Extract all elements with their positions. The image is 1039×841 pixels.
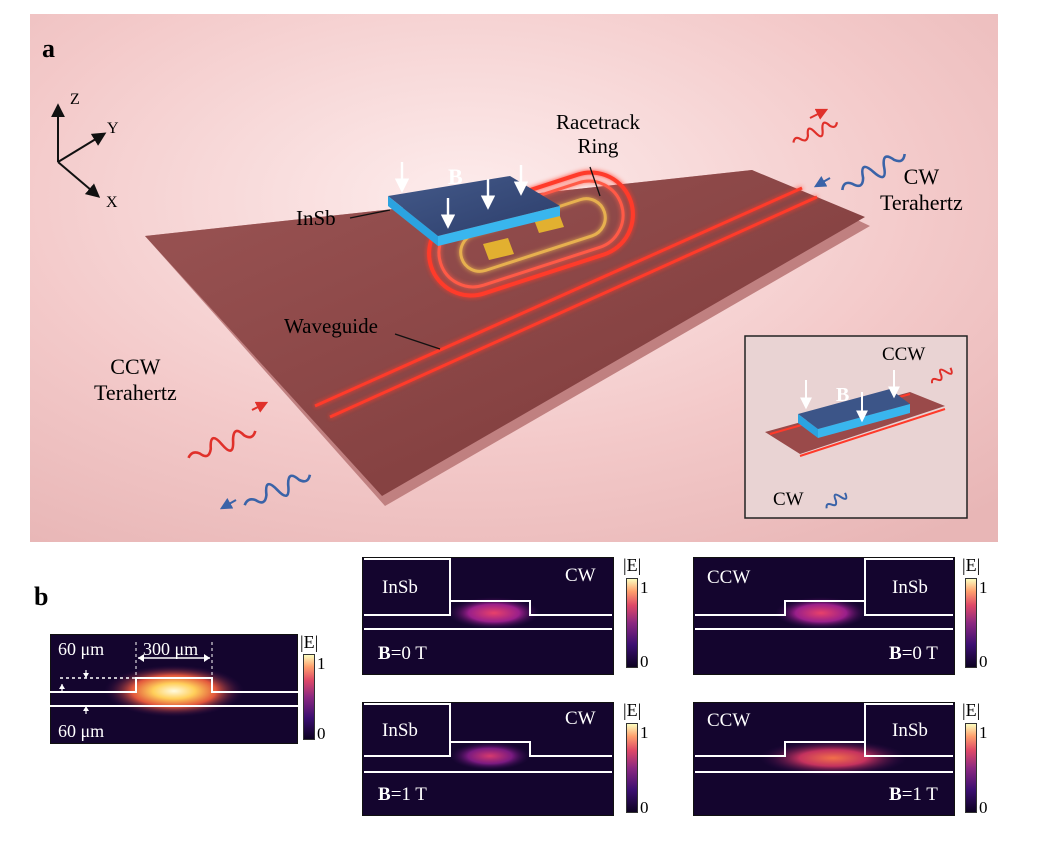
field-map-plot [693,702,955,816]
map-field-label: B=1 T [378,784,427,806]
axis-y-label: Y [107,120,119,137]
waveguide-leader [394,333,441,350]
cw-label-line2: Terahertz [880,190,963,215]
colorbar-cw-b0 [626,578,638,668]
map-material-label: InSb [382,720,418,741]
dim-width-label: 300 μm [143,639,199,659]
dim-top-label: 60 μm [58,639,105,659]
cross-section-colorbar [303,654,315,740]
map-field-label: B=0 T [378,643,427,665]
dim-bottom-label: 60 μm [58,721,105,741]
colorbar-ccw-b0 [965,578,977,668]
map-direction-label: CCW [707,567,751,588]
racetrack-label-line1: Racetrack [556,110,640,134]
panel-b-field-maps: b [0,548,1039,841]
map-field-value: =0 T [390,643,427,664]
panel-a-label: a [42,34,55,63]
cross-section-colorbar-max: 1 [317,654,326,673]
field-map-cw-b0: InSb CW B=0 T [362,557,614,675]
cross-section-colorbar-title: |E| [300,632,319,652]
colorbar-title-ccw-b0: |E| [962,555,981,575]
colorbar-title-cw-b1: |E| [623,700,642,720]
racetrack-label-line2: Ring [577,134,619,158]
map-field-symbol: B [889,784,902,805]
map-field-label: B=0 T [889,643,938,665]
colorbar-title-ccw-b1: |E| [962,700,981,720]
colorbar-min-ccw-b1: 0 [979,798,988,817]
racetrack-ring-label: Racetrack Ring [556,110,640,158]
device-3d-render [30,14,998,542]
waveguide [314,186,818,419]
wave-packet-ccw-blue [219,474,312,510]
field-map-cw-b1: InSb CW B=1 T [362,702,614,816]
wave-packet-ccw-red [187,401,269,459]
colorbar-max-ccw-b1: 1 [979,723,988,742]
waveguide-label: Waveguide [284,314,378,338]
colorbar-max-ccw-b0: 1 [979,578,988,597]
map-field-label: B=1 T [889,784,938,806]
ccw-terahertz-label: CCW Terahertz [94,354,177,406]
inset-b-field-label: B [836,384,850,406]
field-map-ccw-b0: CCW InSb B=0 T [693,557,955,675]
map-field-symbol: B [378,784,391,805]
panel-a-illustration: a Z Y X Racetrack Ring CW Terahertz CCW … [30,14,998,542]
colorbar-min-ccw-b0: 0 [979,652,988,671]
map-field-symbol: B [889,643,902,664]
wave-packet-cw-red [792,108,839,143]
axis-z-label: Z [70,91,80,108]
colorbar-ccw-b1 [965,723,977,813]
colorbar-max-cw-b0: 1 [640,578,649,597]
panel-b-label: b [34,582,49,611]
inset-panel [744,335,968,519]
map-direction-label: CCW [707,710,751,731]
map-material-label: InSb [382,577,418,598]
insb-label: InSb [296,206,336,230]
inset-ccw-label: CCW [882,344,926,365]
b-field-arrows [394,162,529,229]
cross-section-field-plot [50,634,298,744]
gold-pad-left [483,238,514,260]
cross-section-colorbar-min: 0 [317,724,326,743]
map-material-label: InSb [892,577,928,598]
field-map-ccw-b1: CCW InSb B=1 T [693,702,955,816]
axis-x-label: X [106,194,118,211]
inset-cw-label: CW [773,489,804,510]
b-field-label: B [448,164,463,189]
map-direction-label: CW [565,708,596,729]
map-field-value: =0 T [901,643,938,664]
substrate-slab [145,170,865,496]
field-map-plot [362,702,614,816]
wave-packet-cw-blue [813,153,906,191]
colorbar-cw-b1 [626,723,638,813]
map-field-value: =1 T [901,784,938,805]
coordinate-axes [51,103,107,198]
racetrack-leader [589,166,601,197]
colorbar-min-cw-b0: 0 [640,652,649,671]
colorbar-min-cw-b1: 0 [640,798,649,817]
map-field-value: =1 T [390,784,427,805]
ccw-label-line2: Terahertz [94,380,177,405]
field-map-plot [362,557,614,675]
cw-terahertz-label: CW Terahertz [880,164,963,216]
map-material-label: InSb [892,720,928,741]
cw-label-line1: CW [903,164,940,189]
ccw-label-line1: CCW [110,354,161,379]
colorbar-max-cw-b1: 1 [640,723,649,742]
colorbar-title-cw-b0: |E| [623,555,642,575]
insb-leader [349,209,391,219]
map-direction-label: CW [565,565,596,586]
field-map-plot [693,557,955,675]
map-field-symbol: B [378,643,391,664]
